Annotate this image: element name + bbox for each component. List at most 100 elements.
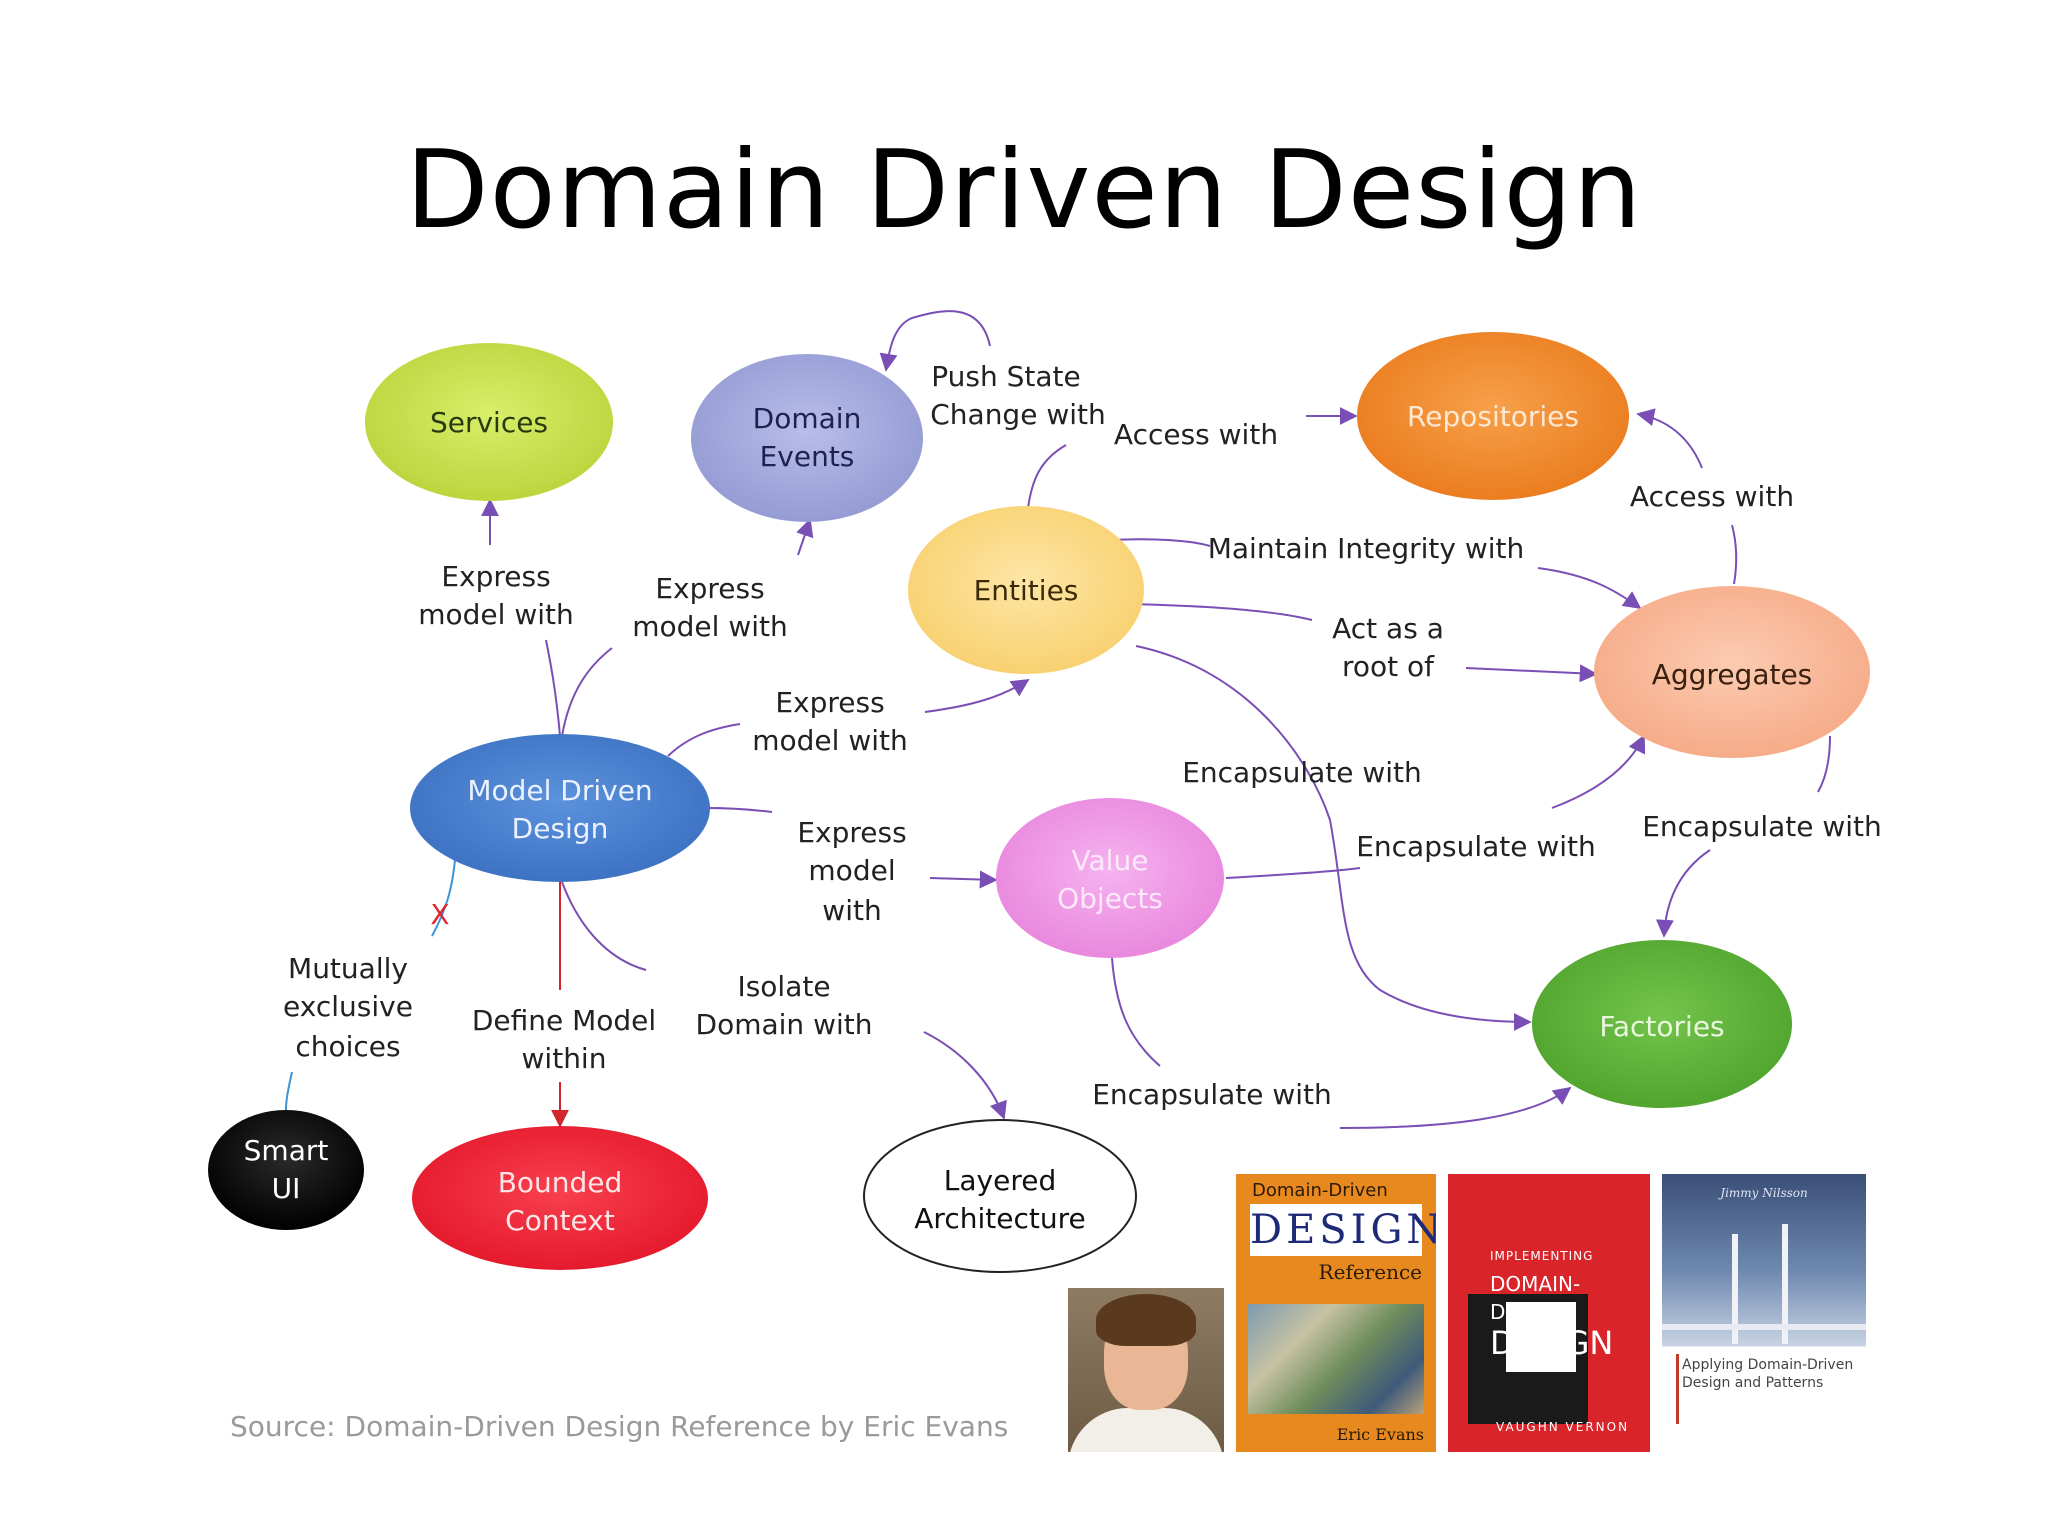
node-model-driven-label-2: Design — [512, 812, 609, 845]
book1-author: Eric Evans — [1336, 1425, 1424, 1444]
node-services-label: Services — [430, 406, 548, 439]
edge-labels: Push State Change with Access with Acces… — [283, 360, 1882, 1111]
node-value-objects: Value Objects — [996, 798, 1224, 958]
node-layered-architecture: Layered Architecture — [863, 1119, 1137, 1273]
edge-root-arrow — [1465, 664, 1598, 683]
label-express-services-1: Express — [441, 560, 550, 593]
node-smart-ui-label-2: UI — [272, 1172, 301, 1205]
book1-subtitle: Reference — [1318, 1260, 1422, 1284]
edge-value-fact-arrow — [1339, 1086, 1572, 1129]
book3-bridge-deck — [1662, 1324, 1866, 1330]
label-encapsulate-agg-fact: Encapsulate with — [1642, 810, 1882, 843]
label-define-model-1: Define Model — [472, 1004, 656, 1037]
book3-bridge-pylon — [1732, 1234, 1738, 1344]
label-express-events-2: model with — [632, 610, 788, 643]
book-cover-ddd-reference: Domain-Driven DESIGN Reference Eric Evan… — [1236, 1174, 1436, 1452]
x-mark: X — [430, 898, 449, 931]
node-model-driven-label-1: Model Driven — [467, 774, 652, 807]
node-domain-events-label-2: Events — [760, 440, 855, 473]
node-factories-label: Factories — [1599, 1010, 1724, 1043]
edge-push-state-loop — [879, 310, 991, 372]
label-act-as-root-1: Act as a — [1332, 612, 1444, 645]
slide-title: Domain Driven Design — [405, 128, 1643, 253]
label-isolate-2: Domain with — [696, 1008, 873, 1041]
node-model-driven-design: Model Driven Design — [410, 734, 710, 882]
book-cover-implementing-ddd: IMPLEMENTING DOMAIN-DRIVEN DESIGN VAUGHN… — [1448, 1174, 1650, 1452]
book3-title: Applying Domain-Driven Design and Patter… — [1682, 1356, 1853, 1392]
book2-title-2: DOMAIN-DRIVEN — [1490, 1272, 1581, 1324]
node-bounded-label-1: Bounded — [498, 1166, 623, 1199]
edge-mdd-entities — [667, 723, 741, 757]
node-entities: Entities — [908, 506, 1144, 674]
label-access-with-repo: Access with — [1114, 418, 1278, 451]
label-isolate-1: Isolate — [737, 970, 830, 1003]
edge-root — [1129, 603, 1313, 621]
book2-title-3: DESIGN — [1490, 1324, 1614, 1362]
edge-mdd-layered — [561, 881, 647, 971]
label-mutually-3: choices — [295, 1030, 400, 1063]
book-cover-applying-ddd: Jimmy Nilsson Applying Domain-Driven Des… — [1662, 1174, 1866, 1452]
node-aggregates-label: Aggregates — [1652, 658, 1813, 691]
book2-title: IMPLEMENTING DOMAIN-DRIVEN DESIGN — [1490, 1242, 1650, 1360]
edge-mutual-top — [431, 859, 456, 937]
node-factories: Factories — [1532, 940, 1792, 1108]
label-access-with-agg: Access with — [1630, 480, 1794, 513]
edge-agg-repo — [1731, 524, 1738, 585]
source-note: Source: Domain-Driven Design Reference b… — [230, 1410, 1009, 1443]
label-maintain-integrity: Maintain Integrity with — [1208, 532, 1525, 565]
book1-collage — [1248, 1304, 1424, 1414]
photo-shirt — [1068, 1408, 1224, 1452]
label-express-events-1: Express — [655, 572, 764, 605]
node-repositories-label: Repositories — [1407, 400, 1579, 433]
edge-mdd-value — [707, 807, 773, 813]
label-express-entities-1: Express — [775, 686, 884, 719]
node-repositories: Repositories — [1357, 332, 1629, 500]
node-bounded-label-2: Context — [505, 1204, 615, 1237]
photo-hair — [1096, 1294, 1196, 1346]
label-express-services-2: model with — [418, 598, 574, 631]
book2-block-light — [1506, 1302, 1576, 1372]
edge-entities-fact — [1135, 645, 1532, 1031]
edge-mdd-layered-arrow — [923, 1031, 1007, 1120]
node-aggregates: Aggregates — [1594, 586, 1870, 758]
edge-mdd-value-arrow — [929, 870, 998, 889]
label-define-model-2: within — [522, 1042, 607, 1075]
label-mutually-1: Mutually — [288, 952, 408, 985]
node-domain-events: Domain Events — [691, 354, 923, 522]
node-smart-ui-label-1: Smart — [244, 1134, 329, 1167]
edge-mutual-bottom — [285, 1071, 293, 1111]
book2-title-1: IMPLEMENTING — [1490, 1249, 1594, 1263]
edge-agg-fact — [1817, 735, 1831, 793]
label-express-entities-2: model with — [752, 724, 908, 757]
edge-mdd-entities-arrow — [924, 679, 1030, 713]
label-express-value-3: with — [822, 894, 881, 927]
label-encapsulate-entities: Encapsulate with — [1182, 756, 1422, 789]
book2-author: VAUGHN VERNON — [1496, 1420, 1630, 1434]
label-express-value-2: model — [808, 854, 895, 887]
node-smart-ui: Smart UI — [208, 1110, 364, 1230]
edge-agg-fact-arrow — [1655, 849, 1711, 938]
edge-mdd-services — [545, 639, 561, 737]
edge-maintain — [1109, 538, 1211, 547]
node-layered-label-1: Layered — [944, 1164, 1056, 1197]
book3-top: Jimmy Nilsson — [1720, 1186, 1808, 1200]
node-domain-events-label-1: Domain — [753, 402, 862, 435]
edge-value-agg-arrow — [1551, 734, 1646, 809]
book3-title-2: Design and Patterns — [1682, 1375, 1824, 1391]
book1-title: DESIGN — [1250, 1204, 1436, 1256]
node-layered-label-2: Architecture — [914, 1202, 1085, 1235]
edge-value-agg — [1225, 867, 1361, 879]
book3-accent-bar — [1676, 1354, 1679, 1424]
edge-value-fact — [1111, 957, 1161, 1067]
edge-push-state — [1027, 444, 1067, 509]
label-express-value-1: Express — [797, 816, 906, 849]
label-act-as-root-2: root of — [1342, 650, 1435, 683]
label-push-state-1: Push State — [931, 360, 1081, 393]
node-entities-label: Entities — [974, 574, 1079, 607]
edges — [285, 310, 1831, 1129]
node-bounded-context: Bounded Context — [412, 1126, 708, 1270]
book3-title-1: Applying Domain-Driven — [1682, 1357, 1854, 1373]
edge-mdd-events — [561, 647, 613, 737]
label-encapsulate-value-fact: Encapsulate with — [1092, 1078, 1332, 1111]
